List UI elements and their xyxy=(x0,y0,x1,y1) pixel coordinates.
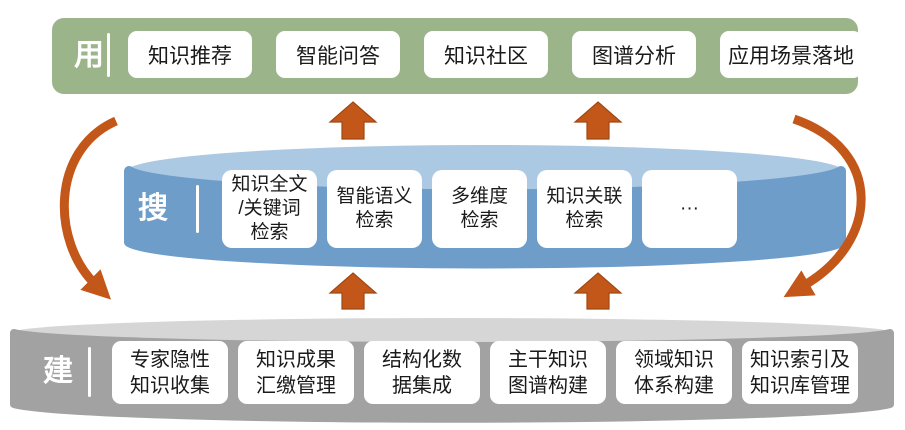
search-item: 知识关联 检索 xyxy=(537,170,632,248)
cycle-arrow-right-icon xyxy=(783,114,866,298)
build-band-separator xyxy=(88,347,91,397)
search-band-items: 知识全文 /关键词 检索 智能语义 检索 多维度 检索 知识关联 检索 ··· xyxy=(222,170,737,248)
build-item: 主干知识 图谱构建 xyxy=(490,341,606,404)
up-arrow-icon xyxy=(328,101,378,140)
build-band-items: 专家隐性 知识收集 知识成果 汇缴管理 结构化数 据集成 主干知识 图谱构建 领… xyxy=(112,341,858,404)
use-band-items: 知识推荐 智能问答 知识社区 图谱分析 应用场景落地 xyxy=(128,31,862,78)
use-item: 智能问答 xyxy=(276,31,400,78)
search-item: 多维度 检索 xyxy=(432,170,527,248)
build-band-label: 建 xyxy=(43,355,73,388)
up-arrow-icon xyxy=(573,272,623,310)
use-item: 图谱分析 xyxy=(572,31,696,78)
build-item: 结构化数 据集成 xyxy=(364,341,480,404)
search-item: 知识全文 /关键词 检索 xyxy=(222,170,317,248)
up-arrow-icon xyxy=(573,101,623,140)
search-band-separator xyxy=(196,185,199,233)
build-item: 知识成果 汇缴管理 xyxy=(238,341,354,404)
use-item: 应用场景落地 xyxy=(720,31,862,78)
search-item: 智能语义 检索 xyxy=(327,170,422,248)
use-item: 知识推荐 xyxy=(128,31,252,78)
build-item: 领域知识 体系构建 xyxy=(616,341,732,404)
search-band-label: 搜 xyxy=(138,192,168,225)
cycle-arrow-left-icon xyxy=(59,116,118,300)
build-item: 专家隐性 知识收集 xyxy=(112,341,228,404)
use-band-label: 用 xyxy=(74,39,104,72)
use-band-separator xyxy=(107,33,110,77)
use-item: 知识社区 xyxy=(424,31,548,78)
up-arrow-icon xyxy=(328,272,378,310)
search-item-more: ··· xyxy=(642,170,737,248)
build-item: 知识索引及 知识库管理 xyxy=(742,341,858,404)
